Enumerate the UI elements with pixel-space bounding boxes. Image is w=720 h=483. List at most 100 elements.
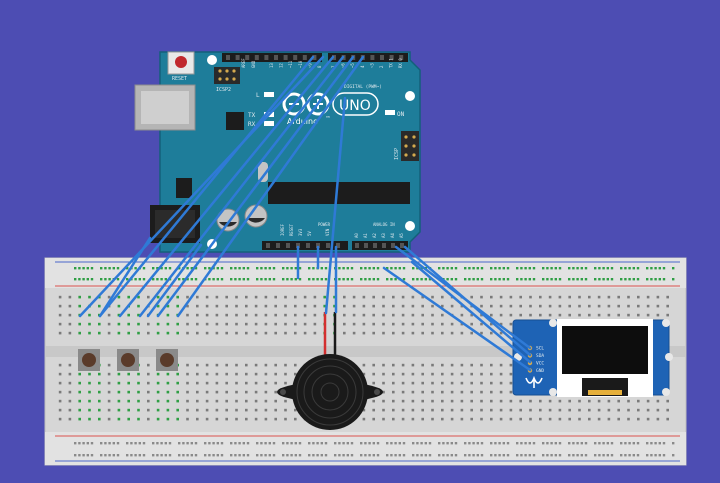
rail-hole bbox=[576, 442, 579, 445]
rail-hole bbox=[624, 442, 627, 445]
piezo-buzzer bbox=[277, 312, 383, 430]
breadboard-hole bbox=[127, 390, 130, 394]
breadboard-hole bbox=[656, 417, 660, 421]
rx-label: RX bbox=[248, 121, 256, 128]
rail-hole bbox=[568, 454, 571, 457]
reset-button[interactable] bbox=[167, 51, 195, 75]
rail-hole bbox=[372, 278, 375, 281]
breadboard-hole bbox=[88, 390, 91, 394]
rail-hole bbox=[546, 267, 549, 270]
rail-hole bbox=[476, 267, 479, 270]
rail-hole bbox=[420, 454, 423, 457]
voltage-regulator bbox=[176, 178, 192, 198]
rail-hole bbox=[272, 454, 276, 457]
rail-hole bbox=[346, 267, 349, 270]
rail-hole bbox=[376, 454, 380, 457]
rail-hole bbox=[242, 278, 245, 281]
rail-hole bbox=[350, 278, 354, 281]
header-pin bbox=[302, 55, 307, 60]
breadboard-hole bbox=[490, 313, 493, 317]
breadboard-hole bbox=[205, 322, 209, 326]
breadboard-hole bbox=[352, 304, 356, 308]
rail-hole bbox=[268, 454, 271, 457]
breadboard-hole bbox=[401, 390, 405, 394]
rail-hole bbox=[234, 442, 237, 445]
rail-hole bbox=[78, 278, 81, 281]
rail-hole bbox=[104, 454, 107, 457]
breadboard-hole bbox=[186, 390, 189, 394]
rail-hole bbox=[624, 454, 627, 457]
breadboard-hole bbox=[274, 417, 277, 421]
breadboard-hole bbox=[519, 304, 522, 308]
breadboard-hole bbox=[646, 417, 650, 421]
breadboard-hole bbox=[578, 304, 581, 308]
rail-hole bbox=[208, 442, 211, 445]
rail-hole bbox=[584, 454, 588, 457]
header-pin bbox=[266, 243, 270, 248]
breadboard-hole bbox=[294, 313, 297, 317]
breadboard-hole bbox=[499, 363, 503, 367]
breadboard-hole bbox=[597, 295, 601, 299]
breadboard-hole bbox=[588, 408, 591, 412]
rail-hole bbox=[208, 278, 211, 281]
breadboard-hole bbox=[235, 399, 238, 403]
rail-hole bbox=[598, 278, 601, 281]
breadboard-hole bbox=[137, 313, 140, 317]
breadboard-hole bbox=[470, 408, 473, 412]
breadboard-hole bbox=[627, 295, 630, 299]
breadboard-hole bbox=[421, 363, 424, 367]
rail-hole bbox=[636, 454, 640, 457]
icsp-label: ICSP bbox=[394, 148, 400, 160]
breadboard-hole bbox=[470, 399, 473, 403]
breadboard-hole bbox=[235, 304, 238, 308]
breadboard-hole bbox=[205, 390, 209, 394]
breadboard-hole bbox=[382, 331, 385, 335]
breadboard-hole bbox=[166, 295, 170, 299]
breadboard-hole bbox=[382, 363, 385, 367]
breadboard-hole bbox=[284, 408, 287, 412]
rail-hole bbox=[216, 454, 219, 457]
rail-hole bbox=[282, 454, 285, 457]
rail-hole bbox=[516, 267, 519, 270]
rail-hole bbox=[628, 442, 631, 445]
rail-hole bbox=[568, 278, 571, 281]
mount-hole bbox=[405, 91, 415, 101]
rail-hole bbox=[268, 442, 271, 445]
digital-pin-label: 2 bbox=[379, 65, 384, 68]
breadboard-hole bbox=[499, 408, 503, 412]
rail-hole bbox=[142, 278, 146, 281]
rail-hole bbox=[550, 278, 553, 281]
breadboard-hole bbox=[323, 304, 326, 308]
uno-label: UNO bbox=[339, 98, 371, 114]
breadboard-hole bbox=[470, 313, 473, 317]
rail-hole bbox=[620, 278, 623, 281]
breadboard-hole bbox=[196, 322, 199, 326]
breadboard-hole bbox=[78, 331, 81, 335]
breadboard-hole bbox=[186, 304, 189, 308]
breadboard-hole bbox=[235, 363, 238, 367]
digital-pin-label: ~9 bbox=[307, 63, 312, 68]
breadboard-hole bbox=[205, 304, 209, 308]
breadboard-hole bbox=[186, 399, 189, 403]
header-pin bbox=[296, 243, 300, 248]
rail-hole bbox=[308, 454, 311, 457]
breadboard-hole bbox=[490, 408, 493, 412]
push-button-3[interactable] bbox=[156, 349, 178, 371]
rail-hole bbox=[346, 442, 349, 445]
breadboard-hole bbox=[303, 295, 307, 299]
rail-hole bbox=[532, 278, 536, 281]
breadboard-hole bbox=[362, 363, 366, 367]
rail-hole bbox=[602, 267, 605, 270]
breadboard-hole bbox=[284, 381, 287, 385]
rail-hole bbox=[246, 278, 250, 281]
rail-hole bbox=[494, 454, 497, 457]
rail-hole bbox=[178, 267, 181, 270]
breadboard-hole bbox=[303, 322, 307, 326]
breadboard-hole bbox=[166, 304, 170, 308]
analog-label: ANALOG IN bbox=[373, 222, 395, 227]
rail-hole bbox=[416, 454, 419, 457]
push-button-1[interactable] bbox=[78, 349, 100, 371]
breadboard-hole bbox=[294, 408, 297, 412]
push-button-2[interactable] bbox=[117, 349, 139, 371]
